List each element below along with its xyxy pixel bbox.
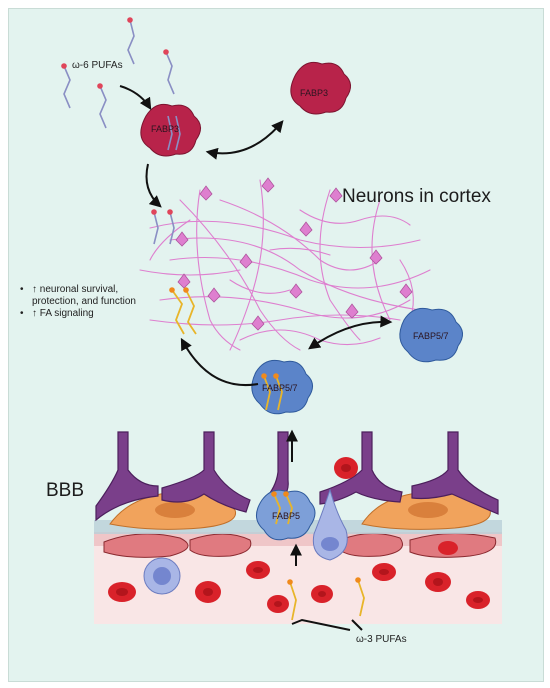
fabp3-bound-label: FABP3 — [151, 124, 180, 134]
effect-item: ↑ FA signaling — [18, 308, 166, 320]
fabp5-label: FABP5 — [272, 511, 301, 521]
effect-item: ↑ neuronal survival, protection, and fun… — [18, 284, 166, 308]
fabp57-bound-protein-icon — [251, 359, 313, 415]
fabp57-free-protein-icon — [399, 307, 463, 363]
fabp57-bound-label: FABP5/7 — [262, 383, 298, 393]
fatty-acid-icon — [63, 19, 175, 245]
fabp3-bound-protein-icon — [140, 103, 201, 157]
endothelial-cells — [103, 533, 497, 558]
astrocyte-endfoot-icon — [95, 431, 499, 522]
fabp5-protein-icon — [256, 489, 316, 541]
neuron-cell-bodies — [175, 177, 413, 331]
neurons-label: Neurons in cortex — [342, 186, 491, 207]
effects-list: ↑ neuronal survival, protection, and fun… — [18, 284, 166, 320]
fabp3-free-label: FABP3 — [300, 88, 329, 98]
omega3-heads — [169, 287, 361, 585]
red-blood-cell-icon — [108, 457, 490, 613]
omega3-label: ω-3 PUFAs — [356, 634, 407, 645]
omega6-heads — [61, 17, 173, 215]
arrows — [119, 85, 393, 631]
omega3-fatty-acids — [171, 289, 365, 621]
fabp57-free-label: FABP5/7 — [413, 331, 449, 341]
bbb-label: BBB — [46, 480, 85, 501]
fabp3-free-protein-icon — [290, 61, 351, 115]
leukocyte-icon — [143, 557, 181, 595]
transmigrating-cell-icon — [312, 488, 348, 561]
omega6-label: ω-6 PUFAs — [72, 60, 123, 71]
